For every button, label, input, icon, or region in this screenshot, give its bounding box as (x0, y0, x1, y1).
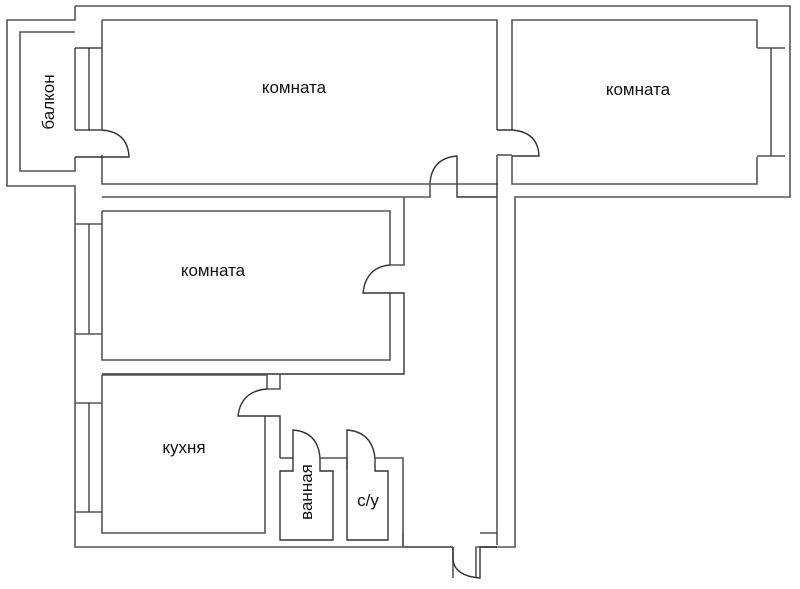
room-label-room-top-left: комната (262, 78, 327, 97)
balcony: балкон (19, 31, 130, 172)
door-corridor-top (429, 155, 498, 198)
toilet: с/у (346, 429, 404, 547)
door-kitchen (237, 388, 281, 458)
room-top-left: комната (262, 78, 327, 97)
room-label-room-middle: комната (181, 261, 246, 280)
corridor-top (102, 155, 498, 545)
room-label-kitchen: кухня (162, 438, 205, 457)
room-top-right: комната (497, 19, 785, 185)
door-bathroom (279, 429, 334, 541)
room-label-bathroom: ванная (297, 464, 316, 520)
room-label-room-top-right: комната (606, 80, 671, 99)
bathroom: ванная (279, 429, 347, 541)
room-label-balcony: балкон (39, 74, 58, 129)
door-top-right (497, 129, 540, 157)
exterior-walls (6, 5, 791, 578)
balcony-door (75, 129, 130, 158)
door-toilet (346, 429, 389, 541)
door-middle-room (102, 264, 405, 375)
entrance-door (452, 546, 497, 579)
kitchen: кухня (75, 374, 281, 534)
room-label-toilet: с/у (357, 491, 379, 510)
entrance (402, 532, 497, 579)
room-middle: комната (75, 197, 405, 375)
